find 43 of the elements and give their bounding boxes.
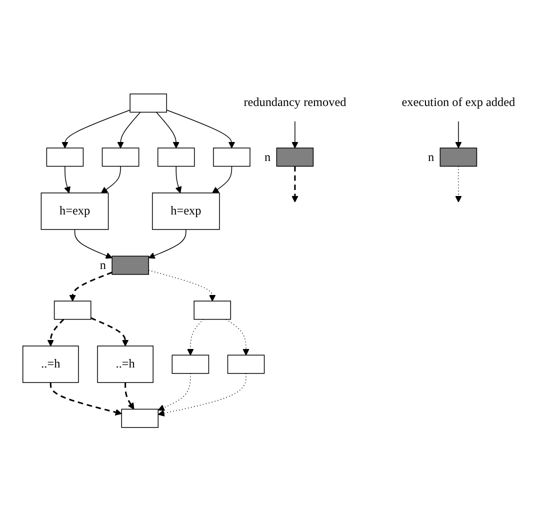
node-caption: n [264,150,271,164]
node-text: redundancy removed [244,96,346,110]
node-box [112,256,149,276]
arrow [64,166,70,194]
node-box [54,301,92,320]
node-box [102,148,140,168]
arrow [292,166,298,203]
node-box: ..=h [97,346,154,384]
node-box [172,355,210,374]
arrow [156,112,180,149]
arrow [455,121,462,149]
arrow [187,319,204,356]
arrow [175,166,182,194]
arrow [212,166,232,194]
node-box [157,148,195,168]
arrow [292,121,298,149]
node-caption: n [428,150,434,164]
node-box [46,148,84,168]
arrow [148,229,186,260]
arrow [90,318,129,347]
node-box: h=exp [40,192,109,230]
arrow [50,382,122,416]
node-caption: n [100,258,106,272]
arrow [166,110,236,149]
arrow [124,382,134,410]
arrow [74,229,112,260]
node-box [121,409,159,428]
node-box [227,355,265,374]
arrow [455,166,462,203]
node-box: h=exp [152,192,220,230]
arrow [69,272,112,302]
arrow [100,166,121,194]
arrow [226,319,250,356]
node-box [276,148,314,168]
node-box [194,301,231,320]
node-box [213,148,250,168]
node-box: ..=h [22,346,79,384]
arrow [47,319,64,347]
node-box [130,94,167,113]
node-box [440,148,478,168]
node-text: execution of exp added [402,96,516,110]
arrow [117,112,141,149]
arrow [62,110,130,149]
